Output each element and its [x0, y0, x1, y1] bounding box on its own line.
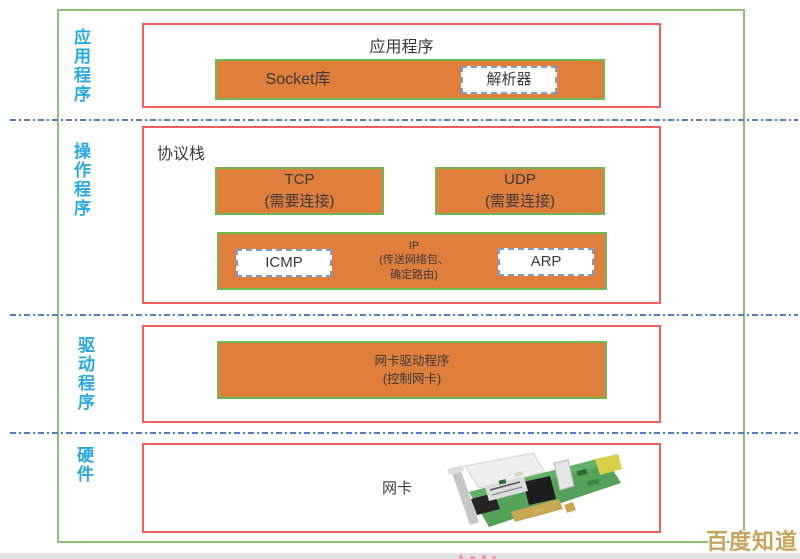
ip-subline2: 确定路由)	[390, 268, 438, 281]
icmp-box: ICMP	[236, 249, 332, 277]
arp-box: ARP	[498, 248, 594, 276]
protocol-stack-section-box: 协议栈 TCP (需要连接) UDP (需要连接) ICMP IP (传送网络包…	[142, 126, 661, 304]
ip-subline1: (传送网络包、	[379, 254, 449, 267]
tcp-label: TCP	[284, 171, 315, 189]
nic-driver-sublabel: (控制网卡)	[382, 372, 442, 386]
icmp-label: ICMP	[265, 254, 303, 272]
protocol-stack-label: 协议栈	[157, 146, 206, 163]
nic-driver-block: 网卡驱动程序 (控制网卡)	[217, 341, 607, 399]
network-card-image	[447, 452, 622, 527]
driver-section-box: 网卡驱动程序 (控制网卡)	[142, 325, 661, 423]
side-label-application: 应用程序	[71, 28, 90, 104]
tcp-sublabel: (需要连接)	[264, 193, 335, 210]
nic-driver-label: 网卡驱动程序	[374, 353, 450, 368]
cropped-text-fragment	[470, 556, 475, 559]
cropped-text-fragment	[492, 556, 496, 559]
layer-divider-line	[10, 119, 798, 121]
ip-label-block: IP (传送网络包、 确定路由)	[359, 239, 469, 282]
hardware-section-box: 网卡	[142, 443, 661, 533]
layer-divider-line	[10, 314, 798, 316]
cropped-text-fragment	[459, 555, 463, 559]
arp-label: ARP	[530, 253, 562, 271]
side-label-driver: 驱动程序	[75, 336, 94, 412]
udp-sublabel: (需要连接)	[485, 193, 555, 210]
ip-label: IP	[408, 240, 420, 252]
layer-divider-line	[10, 432, 798, 434]
side-label-hardware: 硬件	[74, 446, 93, 484]
socket-library-block: Socket库 解析器	[215, 59, 605, 100]
socket-library-label: Socket库	[265, 70, 331, 88]
udp-block: UDP (需要连接)	[435, 167, 605, 215]
bottom-gray-bar	[0, 553, 800, 559]
application-title: 应用程序	[369, 39, 434, 56]
ip-block: ICMP IP (传送网络包、 确定路由) ARP	[217, 232, 607, 290]
udp-label: UDP	[504, 171, 536, 189]
baidu-zhidao-watermark: 百度知道	[706, 529, 799, 554]
resolver-box: 解析器	[461, 66, 557, 94]
application-section-box: 应用程序 Socket库 解析器	[142, 23, 661, 108]
tcp-block: TCP (需要连接)	[215, 167, 384, 215]
resolver-label: 解析器	[486, 71, 532, 89]
outer-green-frame	[57, 9, 745, 543]
nic-label: 网卡	[382, 480, 413, 497]
cropped-text-fragment	[482, 555, 486, 559]
side-label-operating: 操作程序	[71, 142, 90, 218]
